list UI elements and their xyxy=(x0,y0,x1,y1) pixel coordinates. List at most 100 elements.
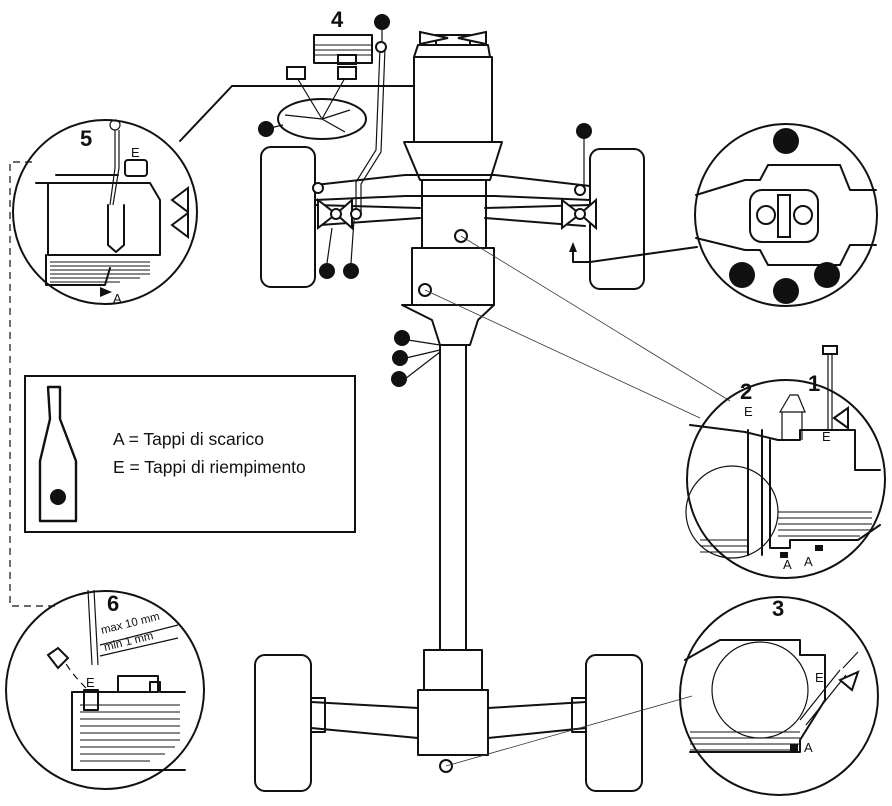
hub-cross xyxy=(777,194,791,238)
rear-left-hub xyxy=(310,697,326,733)
pedal-right xyxy=(337,66,357,80)
detail-3: 3 E A xyxy=(679,596,879,796)
detail-1-2: 2 1 E E A A xyxy=(685,345,886,579)
fill-mark-5: E xyxy=(131,145,140,160)
callout-6: 6 xyxy=(107,591,119,616)
fill-mark-2: E xyxy=(744,404,753,419)
diff-housing xyxy=(684,639,826,753)
column-joint-bottom xyxy=(350,208,362,220)
detail-hub-circle xyxy=(694,123,878,307)
dipstick-1-cap xyxy=(822,345,838,355)
oil-can-icon xyxy=(38,385,78,523)
grease-point xyxy=(392,350,408,366)
drain-mark-1b: A xyxy=(804,554,813,569)
legend-box: A = Tappi di scarico E = Tappi di riempi… xyxy=(24,375,356,533)
hub-grease-top xyxy=(773,128,799,154)
diff-dipstick xyxy=(842,651,859,669)
detail-5: 5 E A xyxy=(12,119,198,306)
transfer-box xyxy=(401,304,495,346)
grease-leaders xyxy=(404,339,441,380)
front-right-wheel xyxy=(589,148,645,290)
level-lines xyxy=(99,624,179,657)
grease-leaders-front xyxy=(265,30,585,264)
rear-differential xyxy=(417,689,489,756)
dipstick-ring xyxy=(109,119,121,131)
reservoir-hatch xyxy=(314,44,372,56)
hub-grease-bottom xyxy=(773,278,799,304)
drain-plug-5 xyxy=(100,287,112,297)
front-left-hub-center xyxy=(330,208,342,220)
grease-point xyxy=(374,14,390,30)
grease-point xyxy=(343,263,359,279)
dipstick xyxy=(109,130,120,206)
callout-5: 5 xyxy=(80,126,92,151)
cap-removal-arc xyxy=(63,659,87,689)
grease-point xyxy=(576,123,592,139)
transfer-oil xyxy=(700,539,748,553)
battery-cell-plug xyxy=(83,689,99,711)
dipstick-tube xyxy=(107,204,125,253)
oil-filler-cap xyxy=(124,159,148,177)
rear-axle xyxy=(310,701,587,739)
rear-right-wheel xyxy=(585,654,643,792)
engine-fan-detail xyxy=(170,186,189,239)
detail-1-2-circle xyxy=(686,379,886,579)
engine-top xyxy=(413,44,491,58)
leader-lines xyxy=(9,85,731,767)
engine-crankcase xyxy=(35,182,161,256)
leader-transfer xyxy=(424,289,701,419)
front-suspension-arms xyxy=(314,204,591,227)
drain-mark-1a: A xyxy=(783,557,792,572)
battery-terminal xyxy=(117,675,159,693)
gear-boot xyxy=(778,394,806,440)
drain-mark-3: A xyxy=(804,740,813,755)
hub-body xyxy=(695,164,877,266)
gearbox-top xyxy=(689,424,881,471)
drain-plug-3 xyxy=(790,744,798,752)
diff-fill-tube xyxy=(799,669,847,726)
transfer-gear xyxy=(685,465,779,559)
fan xyxy=(419,30,487,46)
fill-plug-3 xyxy=(838,670,860,692)
rear-right-hub xyxy=(571,697,587,733)
rear-diff-neck xyxy=(423,649,483,691)
legend-fill: E = Tappi di riempimento xyxy=(113,457,306,477)
engine-sump-outline xyxy=(45,174,119,286)
gearbox-body xyxy=(747,429,881,556)
front-left-wheel xyxy=(260,146,316,288)
front-axle xyxy=(314,174,591,201)
hub-bearing-right xyxy=(793,205,813,225)
diff-oil xyxy=(690,731,800,751)
fill-plug-1 xyxy=(832,406,849,430)
hub-grease-left xyxy=(729,262,755,288)
grease-point xyxy=(394,330,410,346)
sump-oil xyxy=(50,261,150,283)
steering-column xyxy=(355,47,386,215)
drain-plug-1a xyxy=(780,552,788,558)
steering-joint-right xyxy=(574,184,586,196)
drain-plug-1b xyxy=(815,545,823,551)
callout-2: 2 xyxy=(740,379,752,404)
detail-3-circle xyxy=(679,596,879,796)
column-joint-top xyxy=(375,41,387,53)
fill-mark-6: E xyxy=(86,675,95,690)
steering-wheel xyxy=(277,98,367,140)
pedal-left xyxy=(286,66,306,80)
steering-joint-left xyxy=(312,182,324,194)
fill-mark-3: E xyxy=(815,670,824,685)
level-gauge xyxy=(87,589,99,666)
leader-rear-diff xyxy=(445,695,693,767)
engine-block xyxy=(413,56,493,143)
steering-pedal-links xyxy=(295,75,347,120)
propeller-shaft xyxy=(439,344,467,651)
clutch-housing xyxy=(421,179,487,249)
detail-hub xyxy=(694,123,878,307)
steering-spokes xyxy=(284,109,351,133)
grease-points xyxy=(258,14,592,387)
grease-point xyxy=(319,263,335,279)
callout-4: 4 xyxy=(331,7,344,32)
right-hub-arrow-stem xyxy=(572,244,591,263)
battery-cap xyxy=(46,646,70,670)
diff-crown xyxy=(711,641,809,739)
